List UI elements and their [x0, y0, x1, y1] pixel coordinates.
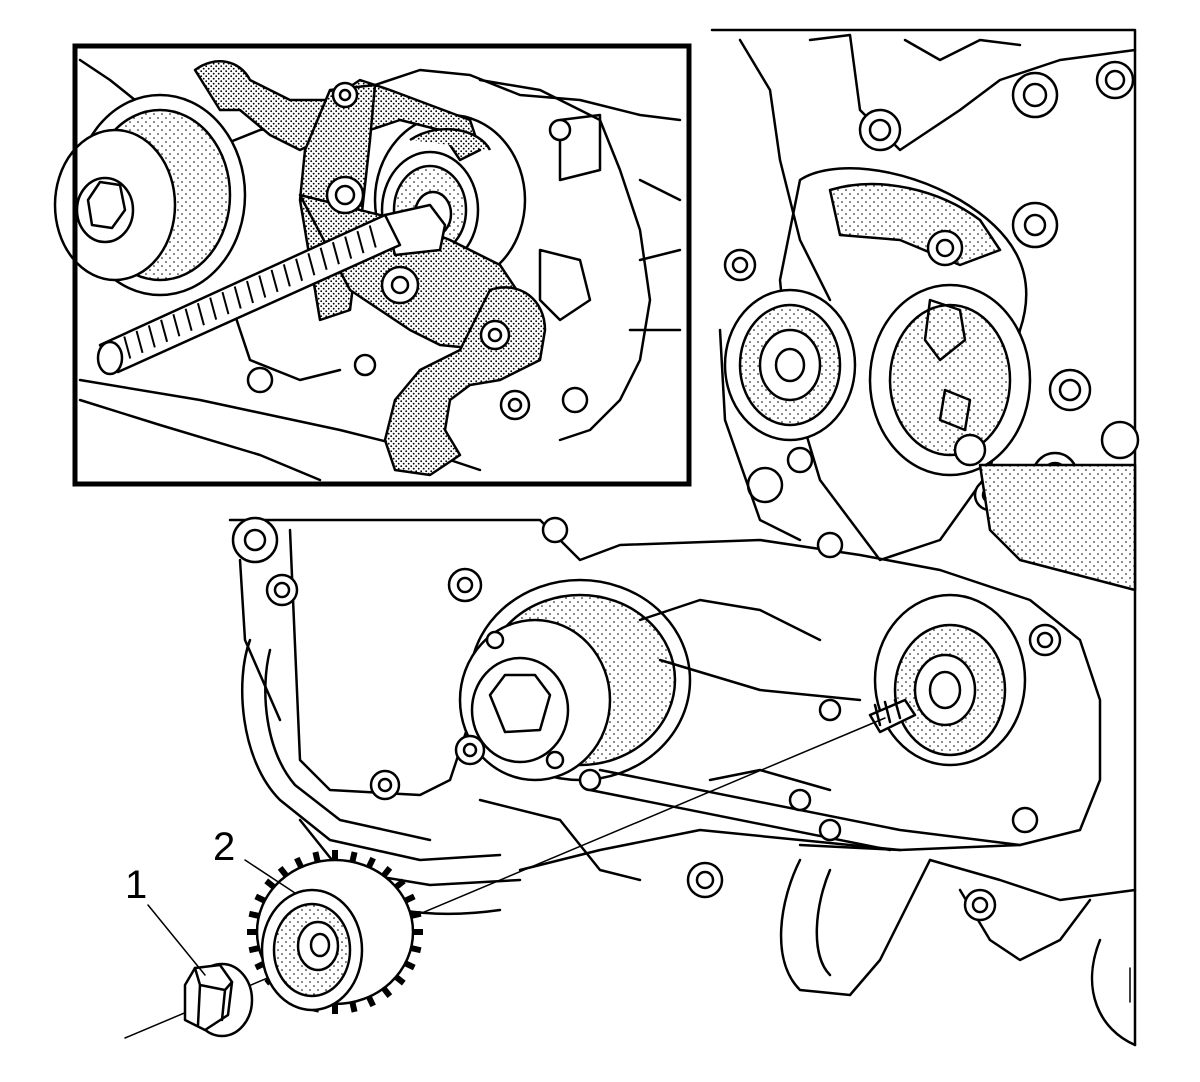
screw-thread [356, 230, 365, 254]
sprocket-tooth [403, 893, 416, 904]
camshaft-seal-area [868, 593, 1062, 834]
screw-thread [368, 225, 377, 248]
sprocket-tooth [248, 945, 260, 954]
sprocket-tooth [403, 960, 416, 971]
callout-1-label: 1 [125, 863, 147, 907]
sprocket-tooth [410, 910, 422, 919]
sprocket-tooth [349, 851, 358, 863]
callout-2: 2 [213, 825, 296, 894]
screw-thread [221, 291, 230, 315]
screw-thread [196, 302, 205, 326]
screw-thread [160, 319, 169, 343]
callout-2-label: 2 [213, 825, 235, 869]
screw-thread [246, 280, 254, 304]
screw-thread [147, 325, 156, 348]
screw-thread [270, 269, 279, 293]
sprocket-tooth [410, 945, 422, 954]
inset-detail-view [53, 43, 692, 487]
sprocket-tooth [254, 893, 267, 904]
crankshaft-sprocket-installed [458, 578, 692, 782]
screw-thread [209, 297, 218, 320]
sprocket-part [247, 850, 423, 1014]
callout-1: 1 [125, 863, 206, 976]
sprocket-tooth [264, 878, 276, 890]
screw-thread [319, 247, 328, 270]
engine-block-illustration [228, 28, 1140, 1047]
screw-thread [258, 275, 267, 298]
screw-thread [344, 236, 353, 259]
sprocket-tooth [277, 866, 289, 878]
screw-thread [172, 314, 181, 337]
forcing-screw [96, 213, 402, 376]
sprocket-tooth [366, 856, 376, 869]
sprocket-tooth [366, 995, 376, 1008]
screw-thread [295, 258, 304, 282]
screw-thread [123, 336, 132, 359]
sprocket-tooth [349, 1001, 358, 1013]
screw-thread [331, 241, 340, 265]
screw-thread [184, 308, 193, 331]
sprocket-tooth [394, 974, 406, 986]
tensioner-pulley [723, 288, 857, 442]
assembly-axis-line [124, 717, 886, 1039]
screw-thread [135, 330, 144, 354]
screw-thread [307, 253, 316, 276]
screw-thread [282, 264, 291, 287]
nut-part [183, 962, 254, 1038]
sprocket-tooth [248, 910, 260, 919]
sprocket-tooth [394, 878, 406, 890]
sprocket-tooth [381, 866, 393, 878]
sprocket-tooth [381, 986, 393, 998]
sprocket-tooth [294, 856, 304, 869]
sprocket-tooth [312, 851, 321, 863]
screw-thread [233, 286, 242, 309]
